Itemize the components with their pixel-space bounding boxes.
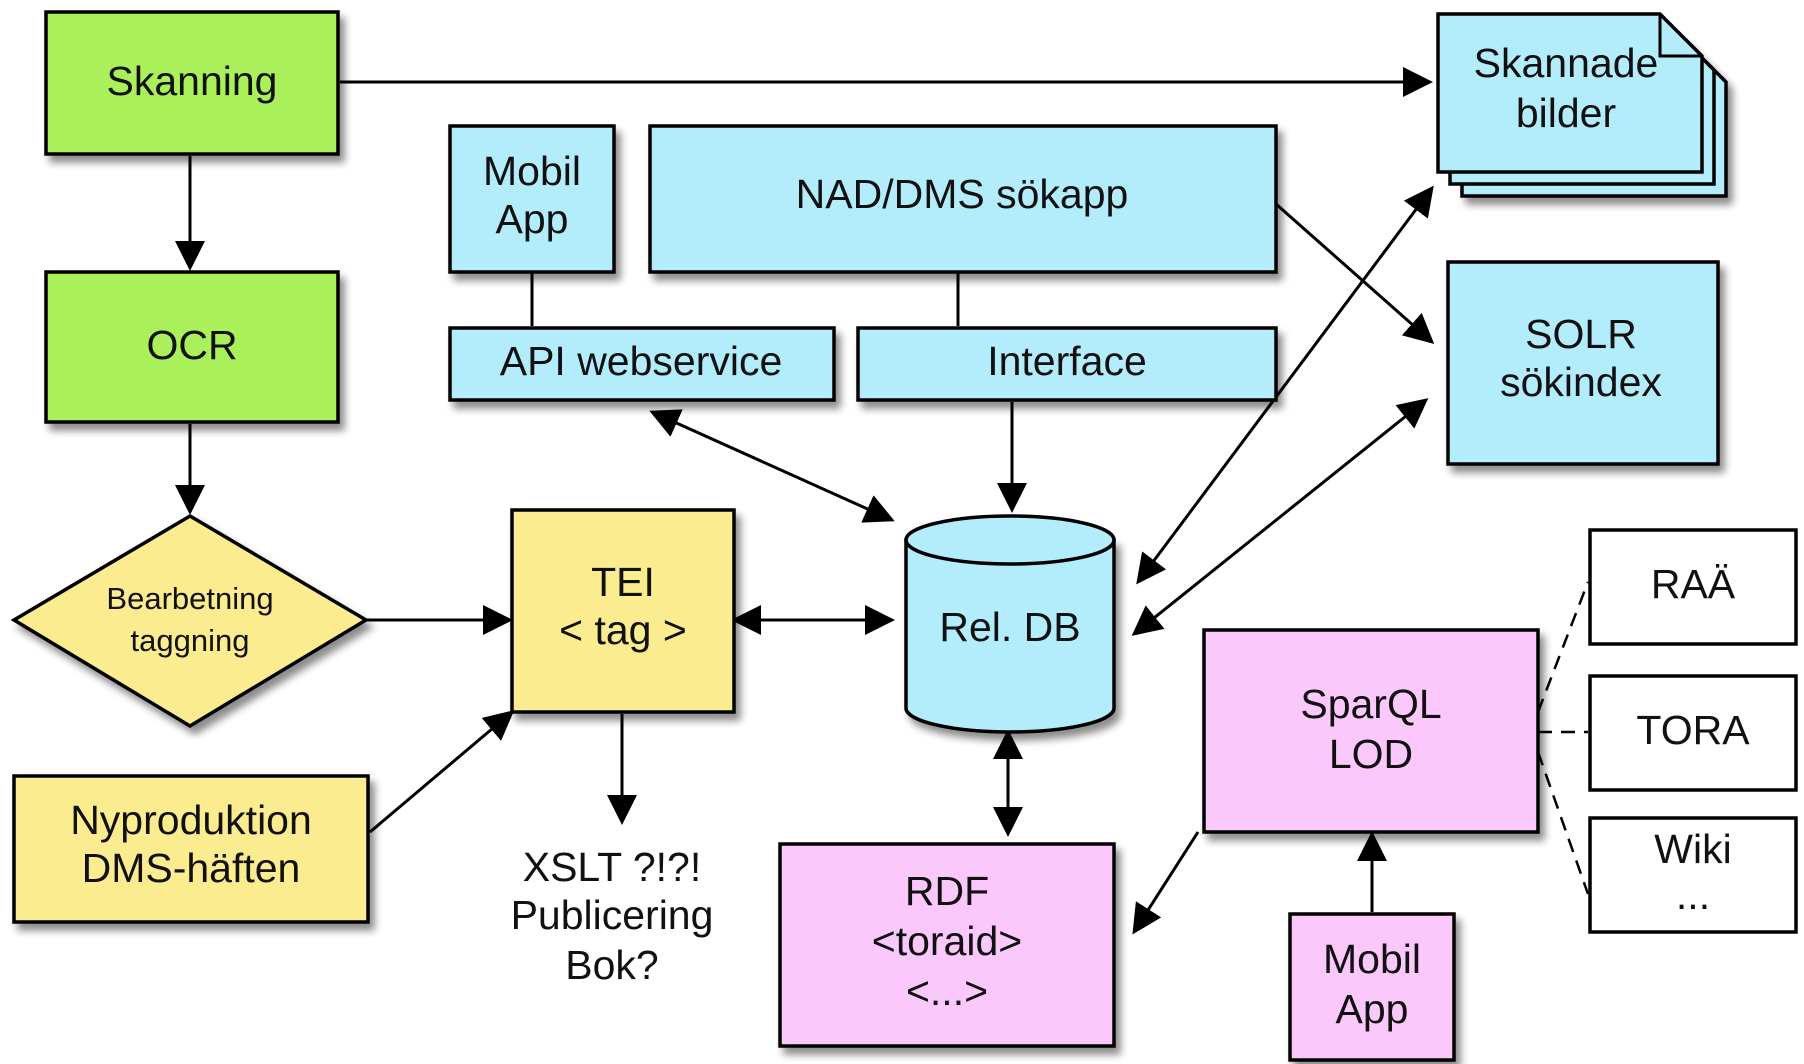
xslt-note: XSLT ?!?! Publicering Bok?	[511, 844, 714, 988]
sparql-label-line1: SparQL	[1300, 681, 1441, 727]
interface-node: Interface	[856, 326, 1278, 402]
nad-dms-label: NAD/DMS sökapp	[796, 171, 1129, 217]
nyproduktion-box	[12, 774, 370, 924]
nad-dms-box	[648, 124, 1278, 274]
mobil-app-bottom-line1: Mobil	[1323, 936, 1421, 982]
edge-nad-to-solr	[1275, 202, 1435, 344]
raa-node: RAÄ	[1588, 528, 1798, 646]
wiki-box	[1588, 816, 1798, 934]
nad-dms-node: NAD/DMS sökapp	[648, 124, 1278, 274]
bearbetning-label-line1: Bearbetning	[106, 581, 273, 616]
raa-box	[1588, 528, 1798, 646]
skanning-node: Skanning	[44, 10, 340, 156]
skannade-page-front	[1436, 12, 1704, 174]
api-webservice-node: API webservice	[448, 326, 836, 402]
tora-box	[1588, 674, 1798, 792]
nyproduktion-node: Nyproduktion DMS-häften	[12, 774, 370, 924]
rdf-label-line3: <...>	[906, 968, 988, 1014]
sparql-label-line2: LOD	[1329, 731, 1413, 777]
rdf-label-line2: <toraid>	[872, 918, 1022, 964]
rdf-label-line1: RDF	[905, 868, 989, 914]
mobil-app-bottom-node: Mobil App	[1288, 912, 1456, 1062]
nyproduktion-label-line1: Nyproduktion	[70, 797, 312, 843]
mobil-app-top-line1: Mobil	[483, 148, 581, 194]
xslt-label-line3: Bok?	[565, 942, 658, 988]
rdf-box	[778, 842, 1116, 1048]
bearbetning-node: Bearbetning taggning	[10, 513, 370, 729]
solr-box	[1446, 260, 1720, 466]
interface-box	[856, 326, 1278, 402]
edges	[175, 67, 1590, 935]
tora-node: TORA	[1588, 674, 1798, 792]
mobil-app-top-node: Mobil App	[448, 124, 616, 274]
bearbetning-label-line2: taggning	[131, 623, 250, 658]
rel-db-cylinder	[904, 538, 1116, 734]
api-webservice-label: API webservice	[500, 338, 783, 384]
rel-db-label: Rel. DB	[939, 604, 1080, 650]
edge-sparql-to-rdf	[1132, 831, 1200, 935]
tei-node: TEI < tag >	[510, 508, 736, 714]
mobil-app-bottom-box	[1288, 912, 1456, 1062]
tei-label-line1: TEI	[591, 559, 655, 605]
skannade-label-line2: bilder	[1516, 90, 1616, 136]
solr-node: SOLR sökindex	[1446, 260, 1720, 466]
interface-label: Interface	[987, 338, 1147, 384]
skannade-bilder-node: Skannade bilder	[1436, 12, 1728, 198]
skannade-label-line1: Skannade	[1474, 40, 1659, 86]
solr-label-line1: SOLR	[1525, 311, 1637, 357]
skanning-label: Skanning	[107, 58, 278, 104]
raa-label: RAÄ	[1651, 561, 1736, 607]
skanning-box	[44, 10, 340, 156]
edge-sparql-wiki	[1536, 751, 1590, 895]
xslt-label-line2: Publicering	[511, 892, 714, 938]
edge-nyproduktion-to-tei	[369, 710, 515, 834]
bearbetning-diamond	[10, 513, 370, 729]
tora-label: TORA	[1636, 707, 1750, 753]
sparql-box	[1202, 628, 1540, 834]
edge-sparql-raa	[1536, 581, 1590, 713]
mobil-app-bottom-line2: App	[1336, 986, 1409, 1032]
mobil-app-top-box	[448, 124, 616, 274]
rel-db-node: Rel. DB	[904, 514, 1116, 734]
tei-label-line2: < tag >	[559, 607, 687, 653]
ocr-box	[44, 270, 340, 424]
sparql-node: SparQL LOD	[1202, 628, 1540, 834]
wiki-node: Wiki ...	[1588, 816, 1798, 934]
xslt-label-line1: XSLT ?!?!	[523, 844, 702, 890]
rel-db-cylinder-top	[904, 514, 1116, 566]
api-webservice-box	[448, 326, 836, 402]
tei-box	[510, 508, 736, 714]
edge-reldb-solr	[1131, 398, 1429, 636]
wiki-label-line1: Wiki	[1654, 826, 1731, 872]
ocr-label: OCR	[146, 322, 237, 368]
nyproduktion-label-line2: DMS-häften	[82, 845, 301, 891]
solr-label-line2: sökindex	[1500, 359, 1662, 405]
skannade-page-fold	[1658, 14, 1702, 58]
mobil-app-top-line2: App	[496, 196, 569, 242]
rdf-node: RDF <toraid> <...>	[778, 842, 1116, 1048]
ocr-node: OCR	[44, 270, 340, 424]
wiki-label-line2: ...	[1676, 872, 1710, 918]
edge-api-reldb	[649, 409, 895, 523]
